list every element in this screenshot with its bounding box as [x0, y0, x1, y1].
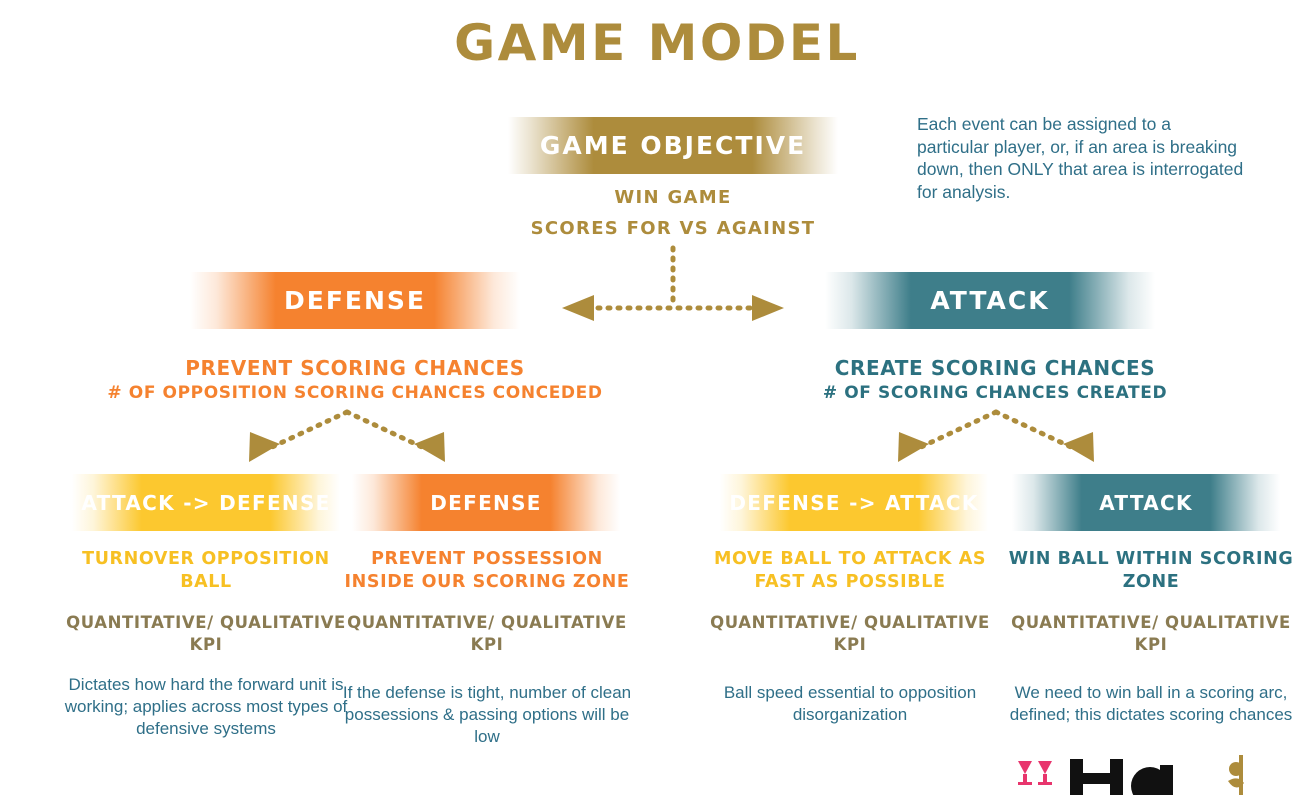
banner-defense-main: DEFENSE	[190, 272, 520, 329]
analysis-note: Each event can be assigned to a particul…	[917, 114, 1244, 202]
banner-attack-sub: ATTACK	[1012, 474, 1280, 531]
objective-line-1: WIN GAME	[614, 187, 732, 208]
column-head: MOVE BALL TO ATTACK AS FAST AS POSSIBLE	[713, 549, 987, 592]
banner-defense-sub: DEFENSE	[352, 474, 620, 531]
column-kpi: QUANTITATIVE/ QUALITATIVE KPI	[1011, 613, 1291, 654]
column-description: Ball speed essential to opposition disor…	[723, 683, 977, 724]
caption-defense: PREVENT SCORING CHANCES # OF OPPOSITION …	[60, 356, 650, 406]
banner-attack-to-defense: ATTACK -> DEFENSE	[72, 474, 340, 531]
banner-defense-to-attack: DEFENSE -> ATTACK	[720, 474, 988, 531]
banner-game-objective-label: GAME OBJECTIVE	[539, 131, 807, 160]
objective-sublines: WIN GAME SCORES FOR VS AGAINST	[470, 182, 876, 244]
column-attack: WIN BALL WITHIN SCORING ZONE QUANTITATIV…	[1006, 548, 1296, 726]
column-description: Dictates how hard the forward unit is wo…	[64, 675, 348, 738]
banner-attack-to-defense-label: ATTACK -> DEFENSE	[81, 490, 331, 515]
column-head: PREVENT POSSESSION INSIDE OUR SCORING ZO…	[344, 549, 630, 592]
dotted-branch-arrow-icon-left	[249, 409, 445, 462]
banner-attack-main-label: ATTACK	[930, 286, 1050, 315]
column-kpi: QUANTITATIVE/ QUALITATIVE KPI	[66, 613, 346, 654]
caption-defense-line1: PREVENT SCORING CHANCES	[185, 356, 525, 380]
banner-defense-sub-label: DEFENSE	[430, 490, 542, 515]
caption-attack: CREATE SCORING CHANCES # OF SCORING CHAN…	[700, 356, 1290, 406]
column-description: We need to win ball in a scoring arc, de…	[1009, 683, 1293, 724]
banner-game-objective: GAME OBJECTIVE	[508, 117, 838, 174]
page-title: GAME MODEL	[454, 14, 860, 72]
banner-attack-sub-label: ATTACK	[1099, 490, 1193, 515]
banner-attack-main: ATTACK	[825, 272, 1155, 329]
caption-attack-line2: # OF SCORING CHANCES CREATED	[822, 383, 1168, 403]
column-description: If the defense is tight, number of clean…	[342, 683, 632, 746]
caption-defense-line2: # OF OPPOSITION SCORING CHANCES CONCEDED	[107, 383, 603, 403]
banner-defense-main-label: DEFENSE	[284, 286, 426, 315]
column-head: WIN BALL WITHIN SCORING ZONE	[1008, 549, 1294, 592]
column-kpi: QUANTITATIVE/ QUALITATIVE KPI	[347, 613, 627, 654]
brand-logo-icon	[1000, 755, 1260, 795]
caption-attack-line1: CREATE SCORING CHANCES	[834, 356, 1156, 380]
column-head: TURNOVER OPPOSITION BALL	[82, 549, 330, 592]
banner-defense-to-attack-label: DEFENSE -> ATTACK	[729, 490, 979, 515]
column-defense: PREVENT POSSESSION INSIDE OUR SCORING ZO…	[342, 548, 632, 748]
dotted-bidirectional-arrow-icon	[562, 295, 784, 321]
objective-line-2: SCORES FOR VS AGAINST	[530, 218, 816, 239]
column-attack-to-defense: TURNOVER OPPOSITION BALL QUANTITATIVE/ Q…	[61, 548, 351, 740]
column-defense-to-attack: MOVE BALL TO ATTACK AS FAST AS POSSIBLE …	[705, 548, 995, 726]
column-kpi: QUANTITATIVE/ QUALITATIVE KPI	[710, 613, 990, 654]
dotted-branch-arrow-icon-right	[898, 409, 1094, 462]
